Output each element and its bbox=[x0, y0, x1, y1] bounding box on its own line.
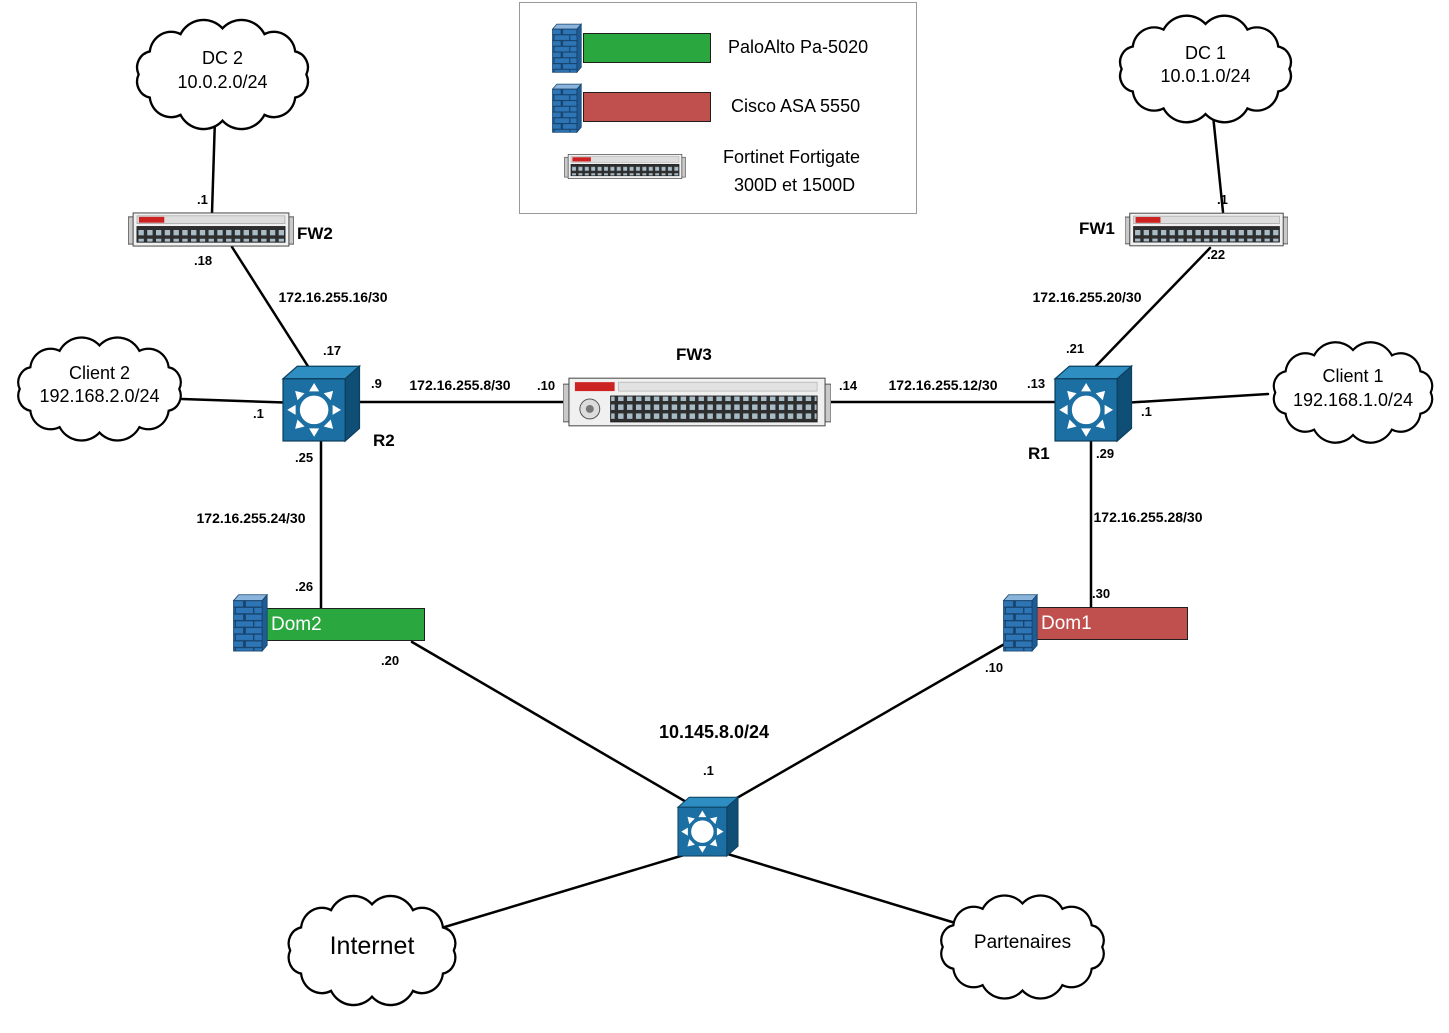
cloud-shape bbox=[17, 336, 182, 442]
cloud-dc2-name: DC 2 bbox=[201, 48, 243, 69]
cloud-dc1-text: DC 1 10.0.1.0/24 bbox=[1103, 8, 1308, 130]
cloud-internet: Internet bbox=[272, 888, 472, 1013]
legend: PaloAlto Pa-5020 Cisco ASA 5550 Fortinet… bbox=[519, 2, 917, 214]
dom1-firewall: Dom1 bbox=[1028, 607, 1188, 640]
cloud-client1: Client 1 192.168.1.0/24 bbox=[1258, 335, 1448, 450]
dom2-label: Dom2 bbox=[271, 613, 322, 635]
label-r2-dom2-dom2-if: .26 bbox=[295, 579, 314, 594]
label-r1-fw1-network: 172.16.255.20/30 bbox=[1032, 289, 1142, 305]
cloud-dc1-subnet: 10.0.1.0/24 bbox=[1160, 66, 1251, 86]
legend-fortinet-label-line1: Fortinet Fortigate bbox=[723, 147, 861, 167]
fw3-label: FW3 bbox=[676, 345, 712, 364]
cloud-shape bbox=[287, 894, 457, 1007]
label-r2-fw3-fw3-if: .10 bbox=[537, 378, 556, 393]
fw1-appliance-icon bbox=[1125, 212, 1288, 247]
r2-router-icon bbox=[281, 364, 362, 443]
cloud-shape bbox=[135, 18, 310, 131]
label-core-router-if: .1 bbox=[703, 763, 714, 778]
cloud-partenaires-name: Partenaires bbox=[973, 931, 1072, 953]
cloud-dc1: DC 1 10.0.1.0/24 bbox=[1103, 8, 1308, 130]
label-dom1-core-if: .10 bbox=[985, 660, 1004, 675]
label-fw3-r1-network: 172.16.255.12/30 bbox=[888, 377, 998, 393]
r1-label: R1 bbox=[1028, 444, 1050, 463]
label-r2-fw3-r2-if: .9 bbox=[371, 376, 382, 391]
label-r1-dom1-network: 172.16.255.28/30 bbox=[1093, 509, 1203, 525]
cloud-dc1-name: DC 1 bbox=[1184, 42, 1226, 63]
legend-cisco-brick-icon bbox=[551, 83, 582, 134]
cloud-partenaires-text: Partenaires bbox=[925, 888, 1120, 1006]
label-fw2-r2-network: 172.16.255.16/30 bbox=[278, 289, 388, 305]
cloud-dc2-subnet: 10.0.2.0/24 bbox=[177, 71, 268, 92]
label-r1-fw1-fw1-if: .22 bbox=[1207, 247, 1226, 262]
label-r2-fw3-network: 172.16.255.8/30 bbox=[409, 377, 511, 393]
cloud-client1-text: Client 1 192.168.1.0/24 bbox=[1258, 335, 1448, 450]
r1-router-icon bbox=[1053, 364, 1134, 443]
cloud-internet-name: Internet bbox=[329, 932, 415, 961]
label-fw2-r2-r2-if: .17 bbox=[323, 343, 342, 358]
legend-cisco-bar bbox=[583, 92, 711, 122]
cloud-internet-text: Internet bbox=[272, 888, 472, 1013]
fw2-appliance-icon bbox=[128, 212, 294, 247]
label-r1-fw1-r1-if: .21 bbox=[1066, 341, 1085, 356]
legend-fortinet-label-line2: 300D et 1500D bbox=[734, 175, 856, 195]
core-router-icon bbox=[676, 796, 740, 858]
label-r2-client2-if: .1 bbox=[253, 406, 264, 421]
label-r2-dom2-r2-if: .25 bbox=[295, 450, 314, 465]
fw2-label: FW2 bbox=[297, 224, 333, 243]
cloud-shape bbox=[940, 894, 1105, 1000]
label-fw3-r1-r1-if: .13 bbox=[1027, 376, 1046, 391]
legend-paloalto-label: PaloAlto Pa-5020 bbox=[728, 37, 869, 57]
label-r1-dom1-dom1-if: .30 bbox=[1092, 586, 1111, 601]
legend-paloalto-brick-icon bbox=[551, 23, 582, 74]
r2-label: R2 bbox=[373, 431, 395, 450]
dom1-label: Dom1 bbox=[1041, 612, 1092, 634]
label-fw1-dc1-if: .1 bbox=[1217, 192, 1228, 207]
label-fw2-dc2-if: .1 bbox=[197, 192, 208, 207]
cloud-client2-name: Client 2 bbox=[68, 362, 131, 383]
cloud-client2-subnet: 192.168.2.0/24 bbox=[39, 386, 160, 406]
cloud-client1-subnet: 192.168.1.0/24 bbox=[1292, 389, 1414, 410]
fw1-label: FW1 bbox=[1079, 219, 1115, 238]
dom1-firewall-brick-icon bbox=[1002, 593, 1038, 653]
cloud-shape bbox=[1272, 341, 1434, 444]
cloud-partenaires: Partenaires bbox=[925, 888, 1120, 1006]
label-r1-client1-if: .1 bbox=[1141, 404, 1152, 419]
label-core-network: 10.145.8.0/24 bbox=[658, 722, 770, 742]
legend-fortinet-appliance-icon bbox=[564, 154, 686, 179]
cloud-dc2: DC 2 10.0.2.0/24 bbox=[120, 12, 325, 137]
cloud-shape bbox=[1118, 14, 1293, 124]
fw3-appliance-icon bbox=[563, 377, 831, 427]
label-dom2-core-if: .20 bbox=[381, 653, 400, 668]
cloud-client2: Client 2 192.168.2.0/24 bbox=[2, 330, 197, 448]
label-fw3-r1-fw3-if: .14 bbox=[839, 378, 858, 393]
legend-cisco-label: Cisco ASA 5550 bbox=[731, 96, 861, 116]
dom2-firewall: Dom2 bbox=[258, 608, 425, 641]
label-r2-dom2-network: 172.16.255.24/30 bbox=[196, 510, 306, 526]
legend-paloalto-bar bbox=[583, 33, 711, 63]
label-r1-dom1-r1-if: .29 bbox=[1096, 446, 1115, 461]
cloud-client1-name: Client 1 bbox=[1322, 366, 1384, 387]
label-fw2-r2-fw2-if: .18 bbox=[194, 253, 213, 268]
dom2-firewall-brick-icon bbox=[232, 593, 268, 653]
cloud-dc2-text: DC 2 10.0.2.0/24 bbox=[120, 12, 325, 137]
cloud-client2-text: Client 2 192.168.2.0/24 bbox=[2, 330, 197, 448]
